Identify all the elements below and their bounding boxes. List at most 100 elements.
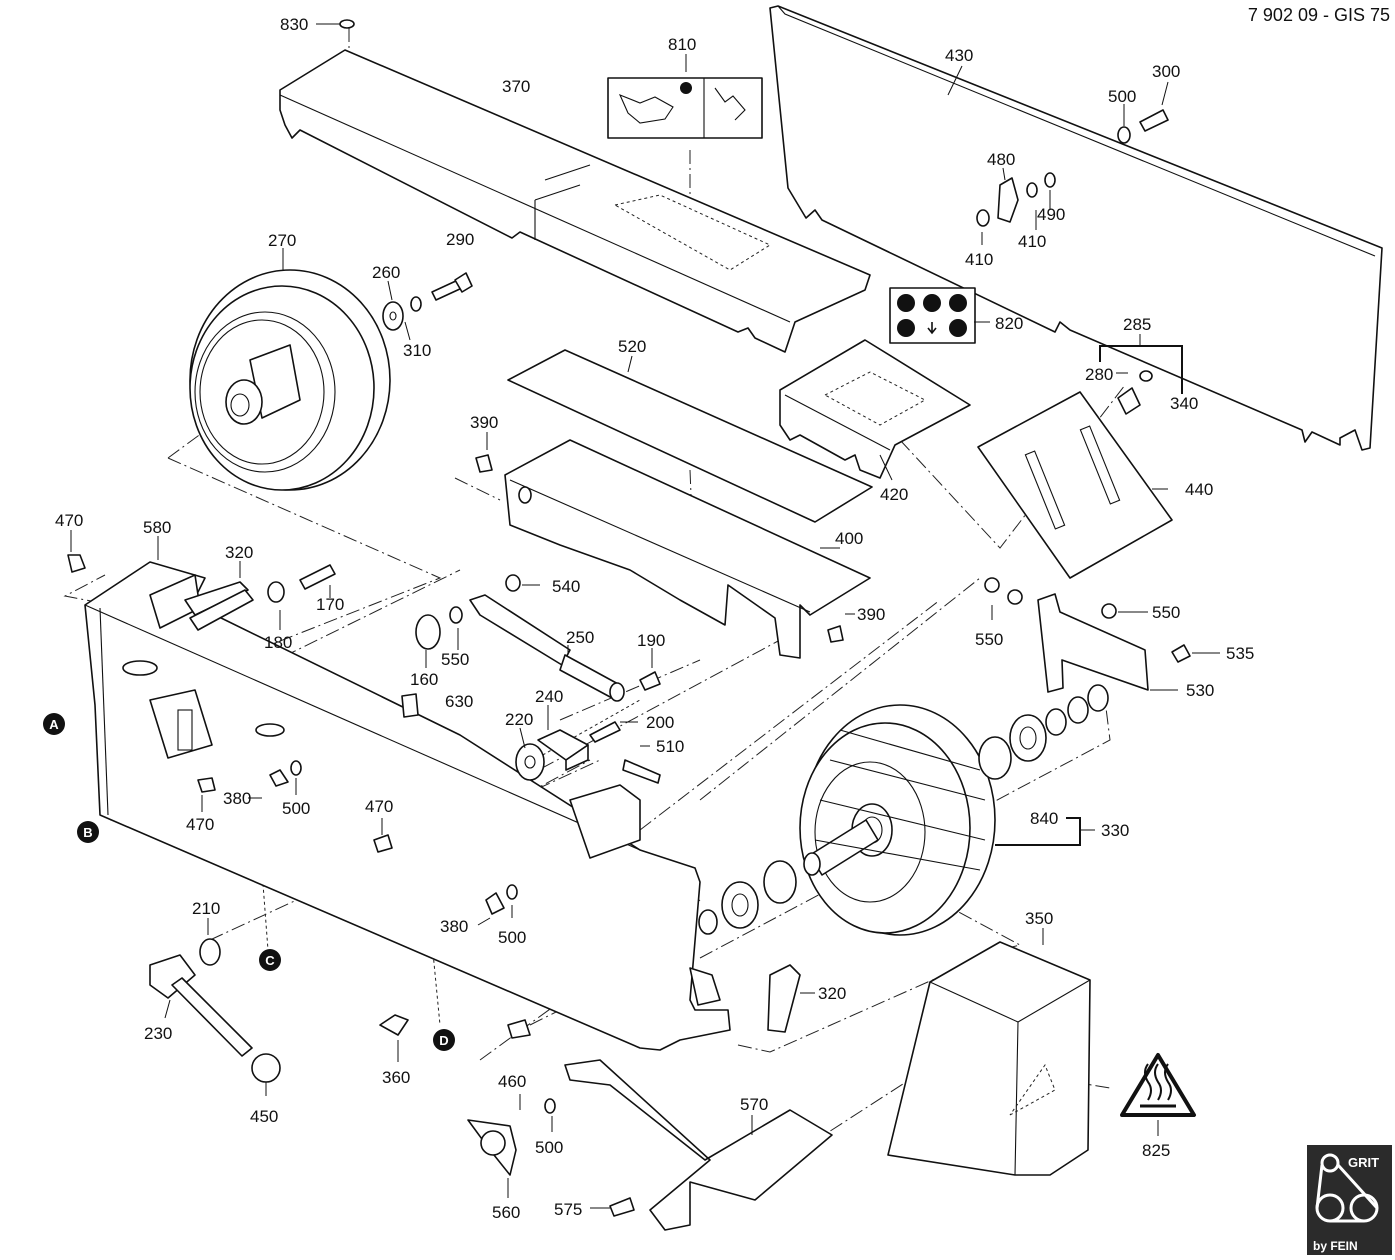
part-630-screw — [401, 693, 419, 718]
part-300-screw — [1117, 109, 1169, 144]
document-id: 7 902 09 - GIS 75 — [1248, 5, 1390, 25]
wheel-fasteners — [382, 272, 473, 331]
part-label: 430 — [945, 46, 973, 65]
part-390-screws — [475, 454, 844, 643]
part-label: 630 — [445, 692, 473, 711]
point-markers: A B C D — [43, 713, 455, 1051]
part-label: 320 — [818, 984, 846, 1003]
part-label: 500 — [282, 799, 310, 818]
part-label: 820 — [995, 314, 1023, 333]
part-label: 450 — [250, 1107, 278, 1126]
leader-lines — [70, 23, 1220, 1209]
part-label: 500 — [535, 1138, 563, 1157]
part-label: 280 — [1085, 365, 1113, 384]
part-label: 230 — [144, 1024, 172, 1043]
part-label: 575 — [554, 1200, 582, 1219]
part-530-bracket — [984, 577, 1191, 693]
part-270-wheel — [189, 269, 391, 491]
part-label: 560 — [492, 1203, 520, 1222]
grit-fein-logo: GRIT by FEIN — [1307, 1145, 1392, 1255]
part-label: 410 — [965, 250, 993, 269]
part-label: 370 — [502, 77, 530, 96]
part-320-bar-lower — [767, 964, 801, 1033]
part-label: 240 — [535, 687, 563, 706]
part-label: 170 — [316, 595, 344, 614]
part-label: 310 — [403, 341, 431, 360]
part-label: 380 — [223, 789, 251, 808]
warning-hot-surface-icon — [1120, 1053, 1196, 1117]
part-label: 510 — [656, 737, 684, 756]
logo-bottom-text: by FEIN — [1313, 1239, 1358, 1253]
part-label: 360 — [382, 1068, 410, 1087]
part-label: 420 — [880, 485, 908, 504]
part-240-block — [515, 721, 661, 784]
part-label: 160 — [410, 670, 438, 689]
part-label: 260 — [372, 263, 400, 282]
part-label: 400 — [835, 529, 863, 548]
part-label: 810 — [668, 35, 696, 54]
part-label: 500 — [1108, 87, 1136, 106]
part-label: 490 — [1037, 205, 1065, 224]
part-label: 290 — [446, 230, 474, 249]
part-480-knob — [976, 172, 1056, 227]
part-350-guard — [887, 941, 1091, 1176]
part-label: 440 — [1185, 480, 1213, 499]
part-470-screws — [67, 554, 393, 853]
part-label: 270 — [268, 231, 296, 250]
part-360-wing-screw — [379, 1014, 409, 1036]
part-label: 550 — [1152, 603, 1180, 622]
part-label: 825 — [1142, 1141, 1170, 1160]
part-320-bar-upper — [189, 589, 254, 631]
part-label: 550 — [441, 650, 469, 669]
part-label: 390 — [857, 605, 885, 624]
part-570-foot — [467, 1059, 833, 1231]
part-420-bracket — [779, 339, 971, 479]
part-label: 200 — [646, 713, 674, 732]
part-label: 570 — [740, 1095, 768, 1114]
part-label: 190 — [637, 631, 665, 650]
part-label: 380 — [440, 917, 468, 936]
part-440-slotted-plate — [977, 391, 1173, 579]
part-810-sticker — [607, 77, 763, 139]
part-820-safety-label — [889, 287, 976, 344]
part-430-panel — [769, 5, 1383, 451]
part-label: 830 — [280, 15, 308, 34]
part-label: 580 — [143, 518, 171, 537]
part-label: 320 — [225, 543, 253, 562]
part-label: 840 — [1030, 809, 1058, 828]
part-label: 500 — [498, 928, 526, 947]
part-520-plate — [507, 349, 873, 523]
logo-top-text: GRIT — [1348, 1155, 1379, 1170]
bearings-and-rings — [698, 684, 1109, 935]
part-label: 210 — [192, 899, 220, 918]
part-230-handle — [149, 938, 281, 1083]
marker-c: C — [265, 953, 275, 968]
part-label: 470 — [55, 511, 83, 530]
part-label: 535 — [1226, 644, 1254, 663]
part-label: 350 — [1025, 909, 1053, 928]
part-370-top-cover — [279, 49, 871, 353]
part-label: 180 — [264, 633, 292, 652]
part-170-screw — [267, 564, 336, 603]
frame-bolt — [507, 1019, 531, 1039]
marker-b: B — [83, 825, 92, 840]
part-label: 520 — [618, 337, 646, 356]
part-label: 250 — [566, 628, 594, 647]
part-label: 390 — [470, 413, 498, 432]
part-830-plug — [339, 19, 355, 29]
part-label: 410 — [1018, 232, 1046, 251]
part-number-labels: 830 370 810 430 300 500 480 490 410 410 … — [55, 15, 1254, 1222]
part-label: 220 — [505, 710, 533, 729]
part-label: 300 — [1152, 62, 1180, 81]
part-280-wing-screw — [1117, 370, 1153, 415]
part-label: 550 — [975, 630, 1003, 649]
part-label: 460 — [498, 1072, 526, 1091]
part-label: 530 — [1186, 681, 1214, 700]
part-label: 470 — [186, 815, 214, 834]
part-400-channel — [504, 439, 871, 659]
part-label: 480 — [987, 150, 1015, 169]
part-label: 330 — [1101, 821, 1129, 840]
part-label: 285 — [1123, 315, 1151, 334]
part-160-bushing — [415, 574, 521, 650]
part-330-drive-wheel — [799, 704, 996, 936]
